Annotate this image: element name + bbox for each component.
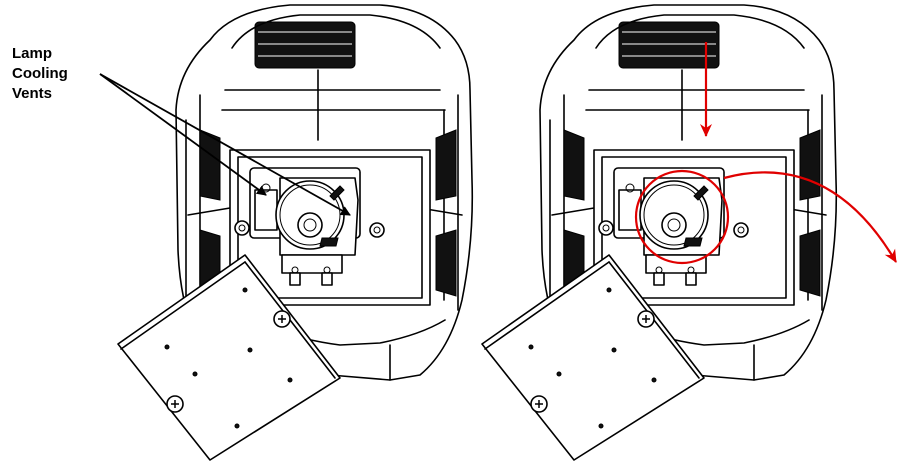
callout-line-2: Cooling [12,65,68,82]
rotate-out-arrow [723,171,897,263]
removal-instructions [634,42,897,265]
leader-arrow-left-vent [99,73,267,196]
callout-line-3: Vents [12,85,53,102]
fixture-left [117,4,474,461]
callout-leader-arrows [99,73,351,216]
lamp-highlight-circle [634,169,730,265]
lamp-cooling-vents-label: Lamp Cooling Vents [12,44,68,104]
fixture-right [481,4,838,461]
leader-arrow-right-vent [99,73,351,216]
callout-line-1: Lamp [12,45,53,62]
